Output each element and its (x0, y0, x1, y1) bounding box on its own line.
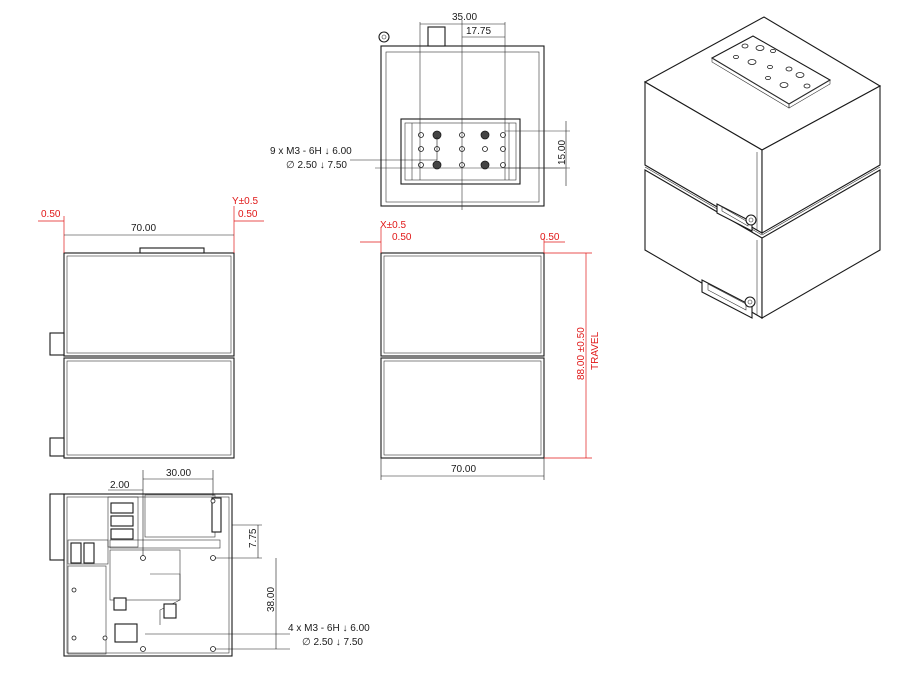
side-view: X±0.5 0.50 0.50 70.00 88.00 ±0.50 TRAVEL (360, 220, 601, 480)
front-upper-block (63, 252, 235, 357)
top-dim-width: 35.00 (452, 12, 477, 23)
side-dim-x: X±0.5 (380, 220, 406, 231)
iso-lower-right-face (761, 169, 881, 319)
bottom-dim-b: 38.00 (266, 587, 277, 612)
isometric-view (643, 16, 882, 319)
bottom-side-bracket (49, 493, 65, 561)
top-note-thread: 9 x M3 - 6H ↓ 6.00 (270, 146, 352, 157)
front-dim-left-tol: 0.50 (41, 209, 61, 220)
iso-bracket-lower (701, 279, 753, 319)
top-note-drill: ∅ 2.50 ↓ 7.50 (286, 160, 347, 171)
top-dim-height: 15.00 (557, 140, 568, 165)
top-view: 35.00 17.75 15.00 9 x M3 - 6H ↓ 6.00 ∅ 2… (270, 12, 570, 210)
front-dim-right-tol: 0.50 (238, 209, 258, 220)
bottom-outline (63, 493, 233, 657)
front-dim-width: 70.00 (131, 223, 156, 234)
side-lower-block (380, 357, 545, 459)
bottom-note-drill: ∅ 2.50 ↓ 7.50 (302, 637, 363, 648)
front-left-bracket-top (49, 332, 65, 356)
side-upper-block (380, 252, 545, 357)
bottom-dim-a: 7.75 (248, 528, 259, 548)
side-travel-label: TRAVEL (590, 331, 601, 370)
front-view: 70.00 0.50 0.50 Y±0.5 (38, 196, 264, 459)
front-left-bracket-bottom (49, 437, 65, 457)
side-dim-left-tol: 0.50 (392, 232, 412, 243)
top-view-pin (378, 31, 390, 43)
front-lower-block (63, 357, 235, 459)
bottom-dim-offset: 2.00 (110, 480, 130, 491)
iso-upper-right-face (761, 85, 881, 234)
top-view-plate (400, 118, 521, 185)
side-dim-width: 70.00 (451, 464, 476, 475)
top-dim-half: 17.75 (466, 26, 491, 37)
bottom-view: 30.00 2.00 7.75 38.00 4 x M3 - 6H ↓ 6.00… (49, 468, 370, 657)
front-top-ridge (139, 247, 205, 254)
iso-plate-holes (733, 43, 811, 89)
top-view-inner-outline (385, 51, 540, 203)
bottom-holes (71, 498, 216, 652)
bottom-note-thread: 4 x M3 - 6H ↓ 6.00 (288, 623, 370, 634)
side-dim-right-tol: 0.50 (540, 232, 560, 243)
front-dim-y: Y±0.5 (232, 196, 258, 207)
bottom-dim-width: 30.00 (166, 468, 191, 479)
iso-bracket-upper (716, 203, 753, 232)
top-view-outline (380, 45, 545, 207)
top-view-connector (427, 26, 446, 47)
side-dim-travel: 88.00 ±0.50 (576, 327, 587, 380)
